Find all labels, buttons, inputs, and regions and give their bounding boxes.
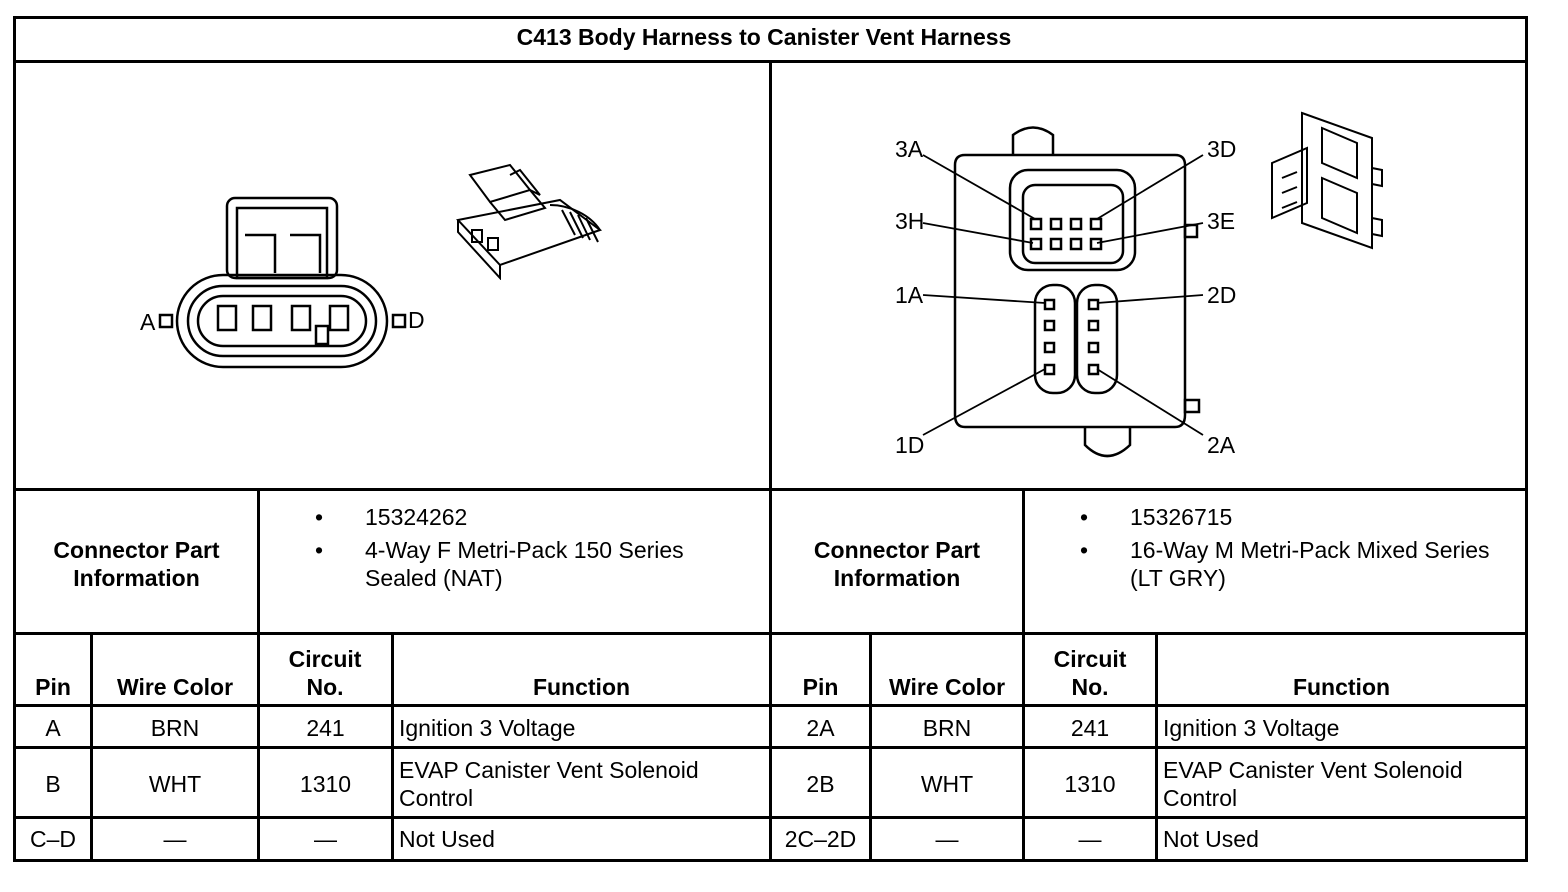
cell-circuit: 1310 bbox=[1064, 771, 1116, 797]
cell-function: Not Used bbox=[399, 826, 495, 852]
left-part-description: 4-Way F Metri-Pack 150 Series Sealed (NA… bbox=[365, 537, 684, 591]
cell-pin: 2C–2D bbox=[784, 826, 857, 852]
pin-label-3a: 3A bbox=[895, 136, 924, 162]
cell-circuit: — bbox=[1078, 826, 1102, 852]
right-col-circuit: Circuit No. bbox=[1053, 646, 1127, 700]
pin-label-1a: 1A bbox=[895, 282, 924, 308]
left-part-number: 15324262 bbox=[365, 504, 468, 530]
right-part-bullet-2-marker: • bbox=[1080, 537, 1089, 563]
pin-label-d: D bbox=[408, 307, 425, 333]
right-part-number: 15326715 bbox=[1130, 504, 1233, 530]
cell-circuit: 1310 bbox=[299, 771, 352, 797]
cell-function: EVAP Canister Vent Solenoid Control bbox=[399, 757, 699, 811]
left-col-pin: Pin bbox=[35, 674, 71, 700]
pin-label-3h: 3H bbox=[895, 208, 924, 234]
right-part-header: Connector Part Information bbox=[813, 537, 981, 591]
right-col-function: Function bbox=[1292, 674, 1391, 700]
cell-circuit: — bbox=[314, 826, 337, 852]
left-col-circuit: Circuit No. bbox=[288, 646, 362, 700]
cell-function: Ignition 3 Voltage bbox=[1163, 715, 1340, 741]
pin-label-2a: 2A bbox=[1207, 432, 1236, 458]
cell-circuit: 241 bbox=[306, 715, 345, 741]
cell-wire: BRN bbox=[150, 715, 200, 741]
right-connector-face-diagram: 3A 3D 3H 3E 1A 2D 1D 2A bbox=[895, 126, 1236, 458]
left-part-header: Connector Part Information bbox=[53, 537, 220, 591]
right-col-wire-color: Wire Color bbox=[888, 674, 1006, 700]
cell-pin: A bbox=[45, 715, 61, 741]
pin-label-2d: 2D bbox=[1207, 282, 1236, 308]
left-connector-face-diagram: A D bbox=[140, 196, 425, 369]
pin-label-a: A bbox=[140, 309, 156, 335]
cell-circuit: 241 bbox=[1070, 715, 1110, 741]
pin-label-3e: 3E bbox=[1207, 208, 1235, 234]
pin-label-3d: 3D bbox=[1207, 136, 1236, 162]
cell-wire: — bbox=[163, 826, 187, 852]
left-col-wire-color: Wire Color bbox=[116, 674, 234, 700]
cell-wire: — bbox=[935, 826, 959, 852]
left-connector-3d-icon bbox=[456, 163, 603, 280]
right-connector-3d-icon bbox=[1271, 111, 1383, 250]
left-col-function: Function bbox=[532, 674, 631, 700]
cell-pin: 2A bbox=[806, 715, 835, 741]
cell-wire: WHT bbox=[148, 771, 202, 797]
cell-function: EVAP Canister Vent Solenoid Control bbox=[1163, 757, 1463, 811]
right-part-description: 16-Way M Metri-Pack Mixed Series (LT GRY… bbox=[1130, 537, 1490, 591]
cell-pin: 2B bbox=[806, 771, 835, 797]
cell-function: Ignition 3 Voltage bbox=[399, 715, 576, 741]
right-part-bullet-1-marker: • bbox=[1080, 504, 1089, 530]
cell-pin: B bbox=[45, 771, 61, 797]
left-part-bullet-1-marker: • bbox=[315, 504, 324, 530]
cell-wire: WHT bbox=[920, 771, 974, 797]
pin-label-1d: 1D bbox=[895, 432, 924, 458]
cell-wire: BRN bbox=[922, 715, 972, 741]
right-col-pin: Pin bbox=[802, 674, 839, 700]
cell-pin: C–D bbox=[29, 826, 76, 852]
cell-function: Not Used bbox=[1163, 826, 1259, 852]
left-part-bullet-2-marker: • bbox=[315, 537, 324, 563]
page-title: C413 Body Harness to Canister Vent Harne… bbox=[516, 24, 1012, 50]
